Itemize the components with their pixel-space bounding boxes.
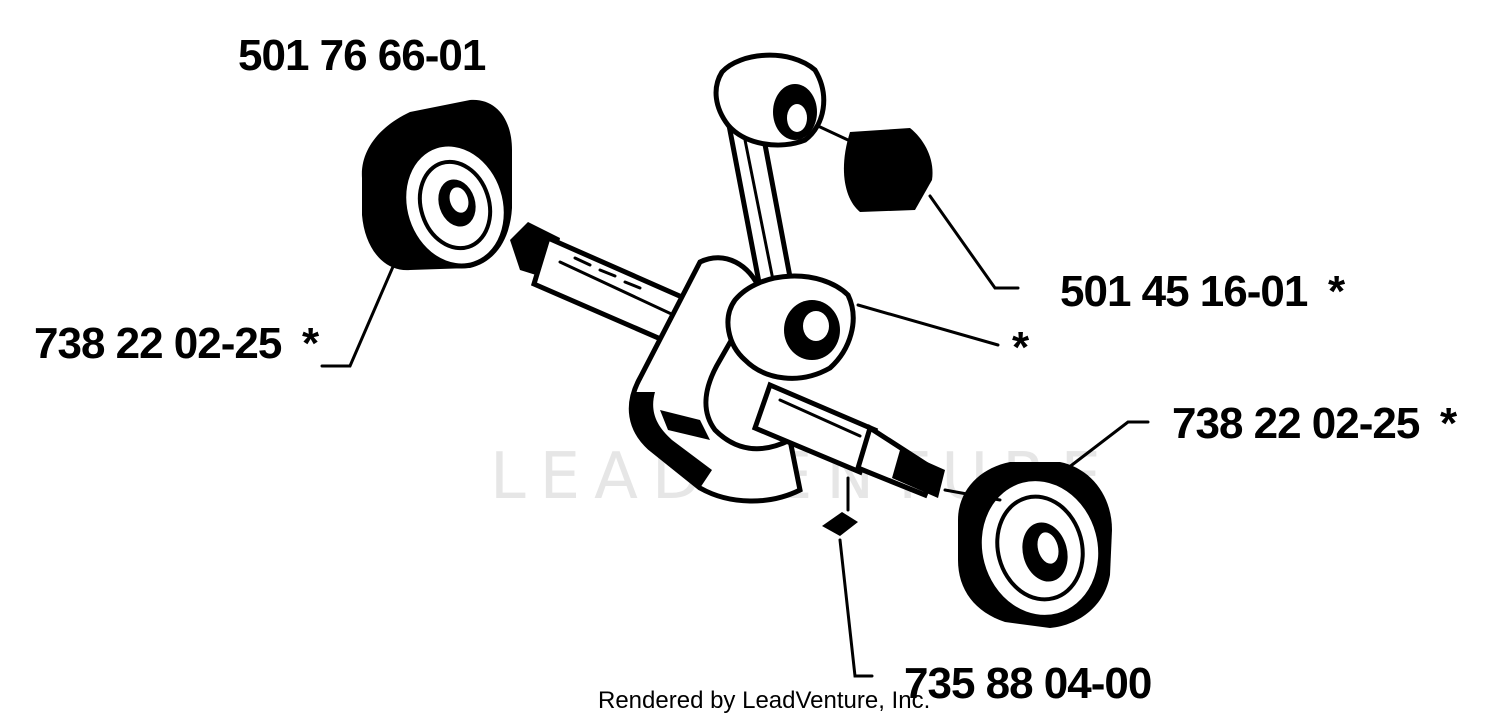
replacement-star-left-bearing: * xyxy=(302,319,320,368)
replacement-star-needle-bearing: * xyxy=(1328,267,1346,316)
replacement-star-right-bearing: * xyxy=(1440,399,1458,448)
render-credit: Rendered by LeadVenture, Inc. xyxy=(598,687,930,714)
connecting-rod xyxy=(713,52,856,381)
right-crankshaft-journal xyxy=(751,381,945,499)
part-label-501-76-66-01: 501 76 66-01 xyxy=(238,31,486,80)
needle-bearing[interactable] xyxy=(843,128,933,212)
left-ball-bearing[interactable] xyxy=(361,99,522,280)
part-label-left-bearing: 738 22 02-25 xyxy=(34,319,282,368)
crank-web xyxy=(628,255,803,504)
right-ball-bearing[interactable] xyxy=(958,462,1116,631)
leader-lines xyxy=(320,124,1150,678)
part-label-needle-bearing: 501 45 16-01 xyxy=(1060,267,1308,316)
replacement-star-crankshaft: * xyxy=(1012,323,1030,372)
woodruff-key[interactable] xyxy=(822,512,858,536)
part-label-right-bearing: 738 22 02-25 xyxy=(1172,399,1420,448)
part-label-woodruff-key: 735 88 04-00 xyxy=(904,659,1151,708)
